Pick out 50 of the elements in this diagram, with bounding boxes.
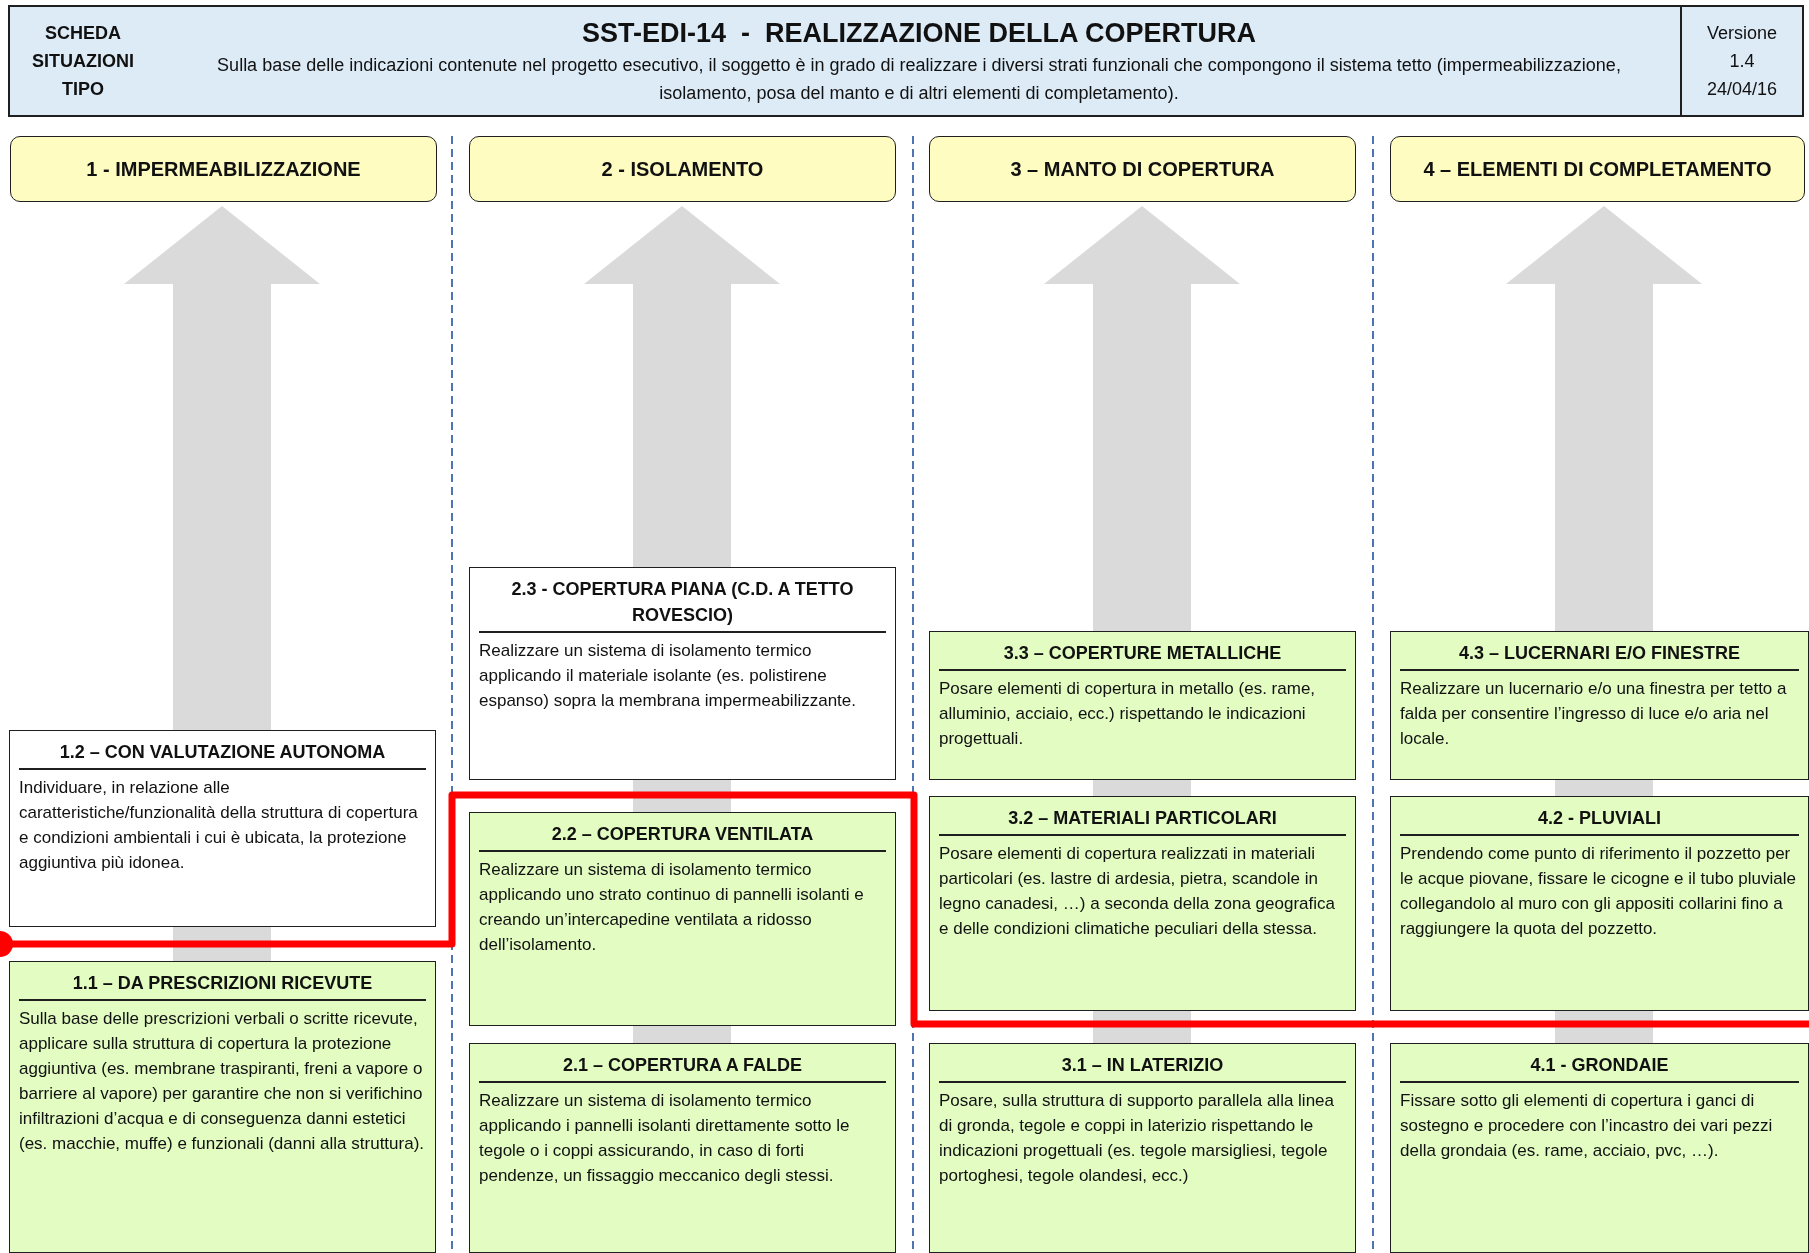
version-text: 1.4 <box>1729 50 1755 73</box>
version-text: Versione <box>1706 22 1778 45</box>
activity-card <box>469 812 896 1026</box>
card-text: Posare elementi di copertura realizzati in materiali particolari (es. lastre di ardesia, pietra, scandole in legno canadesi, …) a seconda della zona geografica e delle condizioni climatiche peculiari della stessa. <box>939 843 1336 940</box>
card-heading: 3.3 – COPERTURE METALLICHE <box>939 640 1346 671</box>
column-title: 3 – MANTO DI COPERTURA <box>1010 157 1275 182</box>
card-text: Posare elementi di copertura in metallo (es. rame, alluminio, acciaio, ecc.) rispettando le indicazioni progettuali. <box>939 678 1317 750</box>
card-text: Realizzare un lucernario e/o una finestra per tetto a falda per consentire l’ingresso di luce e/o aria nel locale. <box>1400 678 1788 750</box>
version-text: 24/04/16 <box>1706 78 1778 101</box>
card-text: Fissare sotto gli elementi di copertura i ganci di sostegno e procedere con l’incastro dei vari pezzi della grondaia (es. rame, acciaio, pvc, …). <box>1400 1090 1774 1162</box>
activity-card <box>9 961 436 1253</box>
activity-card <box>1390 796 1809 1011</box>
card-text: Prendendo come punto di riferimento il pozzetto per le acque piovane, fissare le cicogne e il tubo pluviale collegandolo al muro con gli appositi collarini fino a raggiungere la quota del pozzetto. <box>1400 843 1797 940</box>
sheet-title: SST-EDI-14 - REALIZZAZIONE DELLA COPERTURA <box>582 17 1256 50</box>
activity-card <box>1390 631 1809 780</box>
card-heading: 4.3 – LUCERNARI E/O FINESTRE <box>1400 640 1799 671</box>
card-heading: 2.1 – COPERTURA A FALDE <box>479 1052 886 1083</box>
column-header <box>929 136 1356 202</box>
card-heading: 3.2 – MATERIALI PARTICOLARI <box>939 805 1346 836</box>
card-text: Realizzare un sistema di isolamento termico applicando i pannelli isolanti direttamente sotto le tegole o i coppi assicurando, in caso di forti pendenze, un fissaggio meccanico degli stessi. <box>479 1090 851 1187</box>
header-title-cell <box>156 5 1682 117</box>
card-heading: 1.1 – DA PRESCRIZIONI RICEVUTE <box>19 970 426 1001</box>
column-header <box>1390 136 1805 202</box>
header-cell <box>8 5 158 117</box>
column-header <box>469 136 896 202</box>
activity-card <box>1390 1043 1809 1253</box>
column-title: 1 - IMPERMEABILIZZAZIONE <box>86 157 361 182</box>
card-heading: 1.2 – CON VALUTAZIONE AUTONOMA <box>19 739 426 770</box>
activity-card <box>929 1043 1356 1253</box>
column-header <box>10 136 437 202</box>
sheet-description: Sulla base delle indicazioni contenute nel progetto esecutivo, il soggetto è in grado di realizzare i diversi strati funzionali che compongono il sistema tetto (impermeabilizzazione, isolamento, posa del manto e di altri elementi di completamento). <box>216 54 1622 105</box>
card-heading: 4.1 - GRONDAIE <box>1400 1052 1799 1083</box>
header-label: SCHEDA SITUAZIONI TIPO <box>31 22 135 101</box>
column-title: 2 - ISOLAMENTO <box>601 157 764 182</box>
card-heading: 3.1 – IN LATERIZIO <box>939 1052 1346 1083</box>
card-heading: 4.2 - PLUVIALI <box>1400 805 1799 836</box>
activity-card <box>469 1043 896 1253</box>
card-text: Posare, sulla struttura di supporto parallela alla linea di gronda, tegole e coppi in laterizio rispettando le indicazioni progettuali (es. tegole marsigliesi, tegole portoghesi, tegole olandesi, ecc.) <box>939 1090 1335 1187</box>
card-text: Realizzare un sistema di isolamento termico applicando uno strato continuo di pannelli isolanti e creando un’intercapedine ventilata a ridosso dell’isolamento. <box>479 859 865 956</box>
card-text: Realizzare un sistema di isolamento termico applicando il materiale isolante (es. polistirene espanso) sopra la membrana impermeabilizzante. <box>479 640 857 712</box>
column-title: 4 – ELEMENTI DI COMPLETAMENTO <box>1423 157 1772 182</box>
activity-card <box>469 567 896 780</box>
activity-card <box>9 730 436 927</box>
activity-card <box>929 796 1356 1011</box>
card-text: Sulla base delle prescrizioni verbali o scritte ricevute, applicare sulla struttura di copertura la protezione aggiuntiva (es. membrane traspiranti, freni a vapore o barriere al vapore) per garantire che non si verifichino infiltrazioni d’acqua e di conseguenza danni estetici (es. macchie, muffe) e funzionali (danni alla struttura). <box>19 1008 426 1155</box>
activity-card <box>929 631 1356 780</box>
card-text: Individuare, in relazione alle caratteristiche/funzionalità della struttura di copertura e condizioni ambientali i cui è ubicata, la protezione aggiuntiva più idonea. <box>19 777 419 874</box>
version-cell <box>1680 5 1804 117</box>
card-heading: 2.2 – COPERTURA VENTILATA <box>479 821 886 852</box>
card-heading: 2.3 - COPERTURA PIANA (C.D. A TETTO ROVESCIO) <box>479 576 886 633</box>
